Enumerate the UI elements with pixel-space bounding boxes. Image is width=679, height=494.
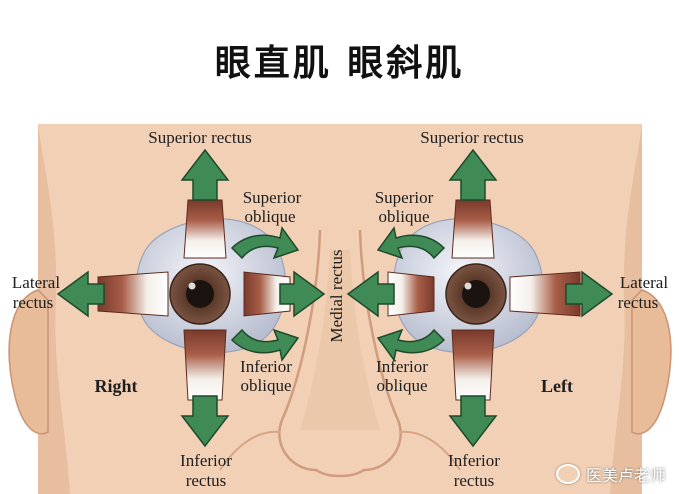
watermark-text: 医美卢老师 bbox=[586, 462, 666, 486]
label-inferior-oblique-left-2: oblique bbox=[377, 376, 428, 395]
label-superior-oblique-left-1: Superior bbox=[375, 188, 434, 207]
right-superior-rectus-muscle bbox=[184, 200, 226, 258]
label-inferior-rectus-right-1: Inferior bbox=[180, 451, 232, 470]
watermark: 医美卢老师 bbox=[556, 462, 678, 486]
left-medial-rectus-muscle bbox=[388, 272, 434, 316]
label-superior-oblique-right-2: oblique bbox=[245, 207, 296, 226]
label-inferior-oblique-right-2: oblique bbox=[241, 376, 292, 395]
label-superior-oblique-right-1: Superior bbox=[243, 188, 302, 207]
label-inferior-oblique-left-1: Inferior bbox=[376, 357, 428, 376]
right-eye-highlight bbox=[189, 283, 196, 290]
label-inferior-rectus-left-2: rectus bbox=[454, 471, 495, 490]
right-inferior-rectus-muscle bbox=[184, 330, 226, 400]
label-lateral-rectus-left-1: Lateral bbox=[620, 273, 668, 292]
label-left-side: Left bbox=[541, 376, 573, 396]
label-superior-oblique-left-2: oblique bbox=[379, 207, 430, 226]
label-lateral-rectus-right-1: Lateral bbox=[12, 273, 60, 292]
label-lateral-rectus-left-2: rectus bbox=[618, 293, 659, 312]
wechat-icon bbox=[556, 464, 580, 484]
label-inferior-rectus-right-2: rectus bbox=[186, 471, 227, 490]
label-inferior-rectus-left-1: Inferior bbox=[448, 451, 500, 470]
label-superior-rectus-right: Superior rectus bbox=[148, 128, 251, 147]
left-superior-rectus-muscle bbox=[452, 200, 494, 258]
label-right-side: Right bbox=[94, 376, 137, 396]
left-eye-highlight bbox=[465, 283, 472, 290]
left-inferior-rectus-muscle bbox=[452, 330, 494, 400]
label-lateral-rectus-right-2: rectus bbox=[13, 293, 54, 312]
label-medial-rectus: Medial rectus bbox=[327, 250, 346, 343]
right-lateral-rectus-muscle bbox=[98, 272, 168, 316]
label-inferior-oblique-right-1: Inferior bbox=[240, 357, 292, 376]
label-superior-rectus-left: Superior rectus bbox=[420, 128, 523, 147]
